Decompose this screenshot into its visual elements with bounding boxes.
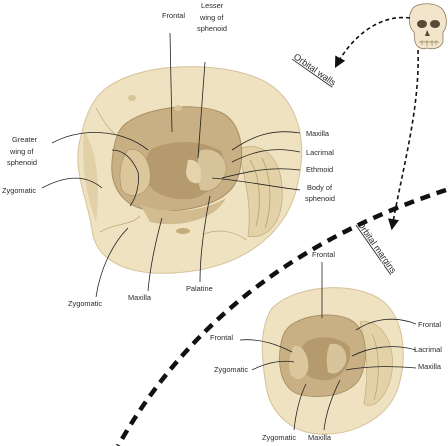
label-greater-wing-3: sphenoid [7, 158, 37, 167]
label-maxilla-right-b: Maxilla [418, 362, 442, 371]
walls-leader-lines [41, 32, 301, 298]
label-zygomatic-left: Zygomatic [2, 186, 36, 195]
label-frontal-right: Frontal [418, 320, 441, 329]
orbit-margins-illustration [261, 287, 404, 435]
label-greater-wing-1: Greater [12, 135, 38, 144]
orbit-walls-illustration [77, 66, 303, 274]
margins-leader-lines [239, 262, 417, 431]
label-zygomatic-bottom-b: Zygomatic [262, 433, 296, 442]
margins-labels: Frontal Frontal Zygomatic Frontal Lacrim… [210, 250, 442, 442]
section-divider [116, 187, 447, 446]
label-body-sphenoid-2: sphenoid [305, 194, 335, 203]
label-frontal: Frontal [162, 11, 185, 20]
label-lacrimal: Lacrimal [306, 148, 334, 157]
skull-icon [408, 3, 447, 50]
arrow-to-walls [334, 16, 411, 68]
label-zygomatic-left-b: Zygomatic [214, 365, 248, 374]
label-greater-wing-2: wing of [9, 147, 34, 156]
label-maxilla-bottom-b: Maxilla [308, 433, 332, 442]
label-lacrimal-b: Lacrimal [414, 345, 442, 354]
title-orbital-margins: Orbital margins [355, 219, 398, 275]
label-body-sphenoid-1: Body of [307, 183, 333, 192]
label-frontal-left: Frontal [210, 333, 233, 342]
label-lesser-wing-1: Lesser [201, 1, 224, 10]
arrow-to-margins [388, 49, 419, 231]
title-orbital-walls: Orbital walls [292, 51, 338, 88]
label-maxilla-right: Maxilla [306, 129, 330, 138]
label-frontal-top: Frontal [312, 250, 335, 259]
label-zygomatic-bottom: Zygomatic [68, 299, 102, 308]
label-maxilla-bottom: Maxilla [128, 293, 152, 302]
label-lesser-wing-3: sphenoid [197, 24, 227, 33]
label-lesser-wing-2: wing of [199, 13, 224, 22]
label-palatine: Palatine [186, 284, 213, 293]
label-ethmoid: Ethmoid [306, 165, 333, 174]
walls-labels: Frontal Lesser wing of sphenoid Greater … [2, 1, 335, 308]
